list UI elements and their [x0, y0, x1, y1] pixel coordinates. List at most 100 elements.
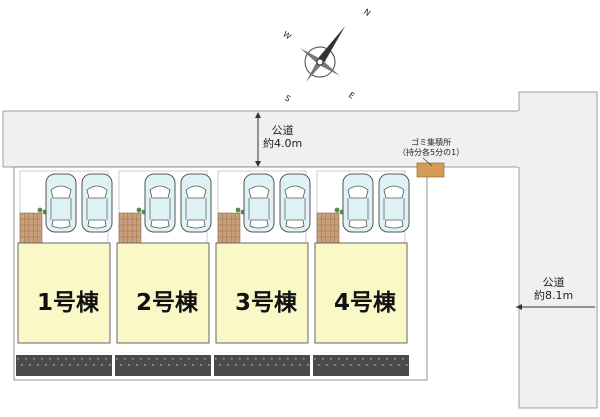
right-road-arrow: [516, 304, 595, 310]
compass-needle-s: [306, 60, 323, 82]
shrub-3: [235, 207, 241, 213]
hedge-dot: [318, 364, 320, 366]
hedge-dot: [287, 358, 289, 360]
hedge-dot: [73, 358, 75, 360]
hedge-dot: [338, 358, 340, 360]
hedge-dot: [97, 358, 99, 360]
right-road-name: 公道: [542, 276, 565, 289]
hedge-dot: [354, 358, 356, 360]
hedge-dot: [160, 364, 162, 366]
hedge-dot: [176, 364, 178, 366]
car-4-2: [378, 173, 410, 233]
car-windshield: [86, 185, 108, 199]
hedge-dot: [105, 358, 107, 360]
car-2-1: [144, 173, 176, 233]
hedge-dot: [53, 364, 55, 366]
top-road-label: 公道 約4.0m: [263, 124, 302, 150]
hedge-dot: [394, 358, 396, 360]
hedge-strip-2: [115, 355, 211, 376]
top-road: [2, 110, 520, 168]
hedge-dot: [148, 358, 150, 360]
hedge-dot: [299, 364, 301, 366]
hedge-dot: [180, 358, 182, 360]
hedge-dot: [374, 364, 376, 366]
building-1: [17, 242, 111, 344]
hedge-dot: [120, 364, 122, 366]
hedge-dot: [398, 364, 400, 366]
entrance-tiles-4: [316, 212, 340, 244]
top-road-name: 公道: [271, 124, 294, 137]
car-rear-window: [348, 219, 368, 229]
entrance-tiles-3: [217, 212, 241, 244]
right-road: [518, 91, 598, 409]
hedge-dot: [196, 358, 198, 360]
car-windshield: [347, 185, 369, 199]
car-rear-window: [186, 219, 206, 229]
hedge-dot: [124, 358, 126, 360]
road-width-arrow: [255, 112, 261, 167]
car-rear-window: [285, 219, 305, 229]
building-1-label: 1号棟: [37, 290, 100, 316]
hedge-dot: [267, 364, 269, 366]
hedge-dot: [45, 364, 47, 366]
car-windshield: [248, 185, 270, 199]
hedge-dot: [144, 364, 146, 366]
hedge-dot: [271, 358, 273, 360]
garbage-station: [416, 162, 445, 178]
garbage-label: ゴミ集積所 （持分各5分の1）: [398, 138, 464, 158]
hedge-dot: [215, 358, 217, 360]
hedge-dot: [322, 358, 324, 360]
hedge-dot: [116, 358, 118, 360]
hedge-dot: [350, 364, 352, 366]
hedge-dot: [390, 364, 392, 366]
building-2-label: 2号棟: [136, 290, 199, 316]
building-2: [116, 242, 210, 344]
hedge-dot: [132, 358, 134, 360]
shrub-1: [37, 207, 43, 213]
hedge-dot: [128, 364, 130, 366]
entrance-tiles-2: [118, 212, 142, 244]
hedge-dot: [192, 364, 194, 366]
hedge-dot: [295, 358, 297, 360]
hedge-dot: [275, 364, 277, 366]
car-3-1: [243, 173, 275, 233]
hedge-dot: [188, 358, 190, 360]
hedge-dot: [172, 358, 174, 360]
shrub-4: [334, 207, 340, 213]
hedge-dot: [279, 358, 281, 360]
hedge-dot: [57, 358, 59, 360]
hedge-strip-1: [16, 355, 112, 376]
car-3-2: [279, 173, 311, 233]
hedge-dot: [382, 364, 384, 366]
garbage-note: （持分各5分の1）: [398, 148, 465, 157]
compass-needle-e: [318, 59, 340, 76]
car-rear-window: [51, 219, 71, 229]
hedge-dot: [362, 358, 364, 360]
hedge-dot: [109, 364, 111, 366]
hedge-dot: [208, 364, 210, 366]
hedge-dot: [21, 364, 23, 366]
hedge-dot: [402, 358, 404, 360]
car-4-1: [342, 173, 374, 233]
hedge-dot: [366, 364, 368, 366]
hedge-dot: [291, 364, 293, 366]
hedge-dot: [65, 358, 67, 360]
hedge-dot: [406, 364, 408, 366]
top-road-width: 約4.0m: [263, 137, 303, 150]
car-rear-window: [150, 219, 170, 229]
hedge-dot: [358, 364, 360, 366]
hedge-dot: [303, 358, 305, 360]
hedge-dot: [140, 358, 142, 360]
car-1-1: [45, 173, 77, 233]
hedge-dot: [247, 358, 249, 360]
car-rear-window: [384, 219, 404, 229]
hedge-dot: [231, 358, 233, 360]
shrub-2: [136, 207, 142, 213]
hedge-dot: [223, 358, 225, 360]
hedge-dot: [200, 364, 202, 366]
car-windshield: [383, 185, 405, 199]
hedge-dot: [37, 364, 39, 366]
hedge-dot: [49, 358, 51, 360]
hedge-dot: [204, 358, 206, 360]
hedge-dot: [61, 364, 63, 366]
